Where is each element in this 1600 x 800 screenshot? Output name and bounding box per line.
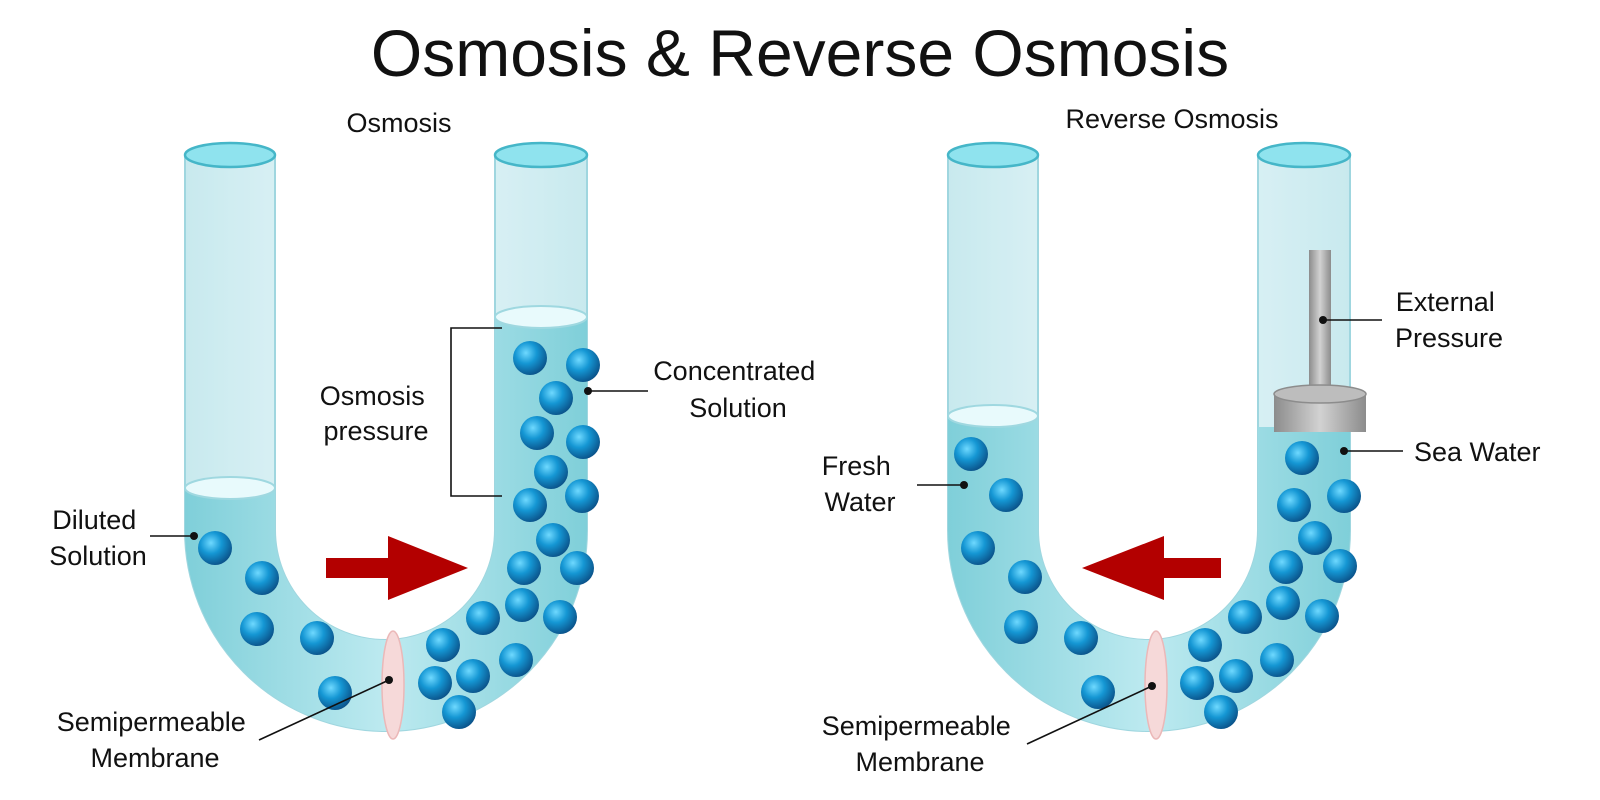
left-tube-rim bbox=[946, 141, 1040, 169]
sea-water-label: Sea Water bbox=[1414, 437, 1541, 467]
reverse-flow-arrow bbox=[1082, 536, 1221, 600]
particle bbox=[1327, 479, 1361, 513]
particle bbox=[1277, 488, 1311, 522]
particle bbox=[499, 643, 533, 677]
external-pressure-pointer-dot bbox=[1319, 316, 1327, 324]
particle bbox=[456, 659, 490, 693]
particle bbox=[1285, 441, 1319, 475]
membrane-label: Semipermeable Membrane bbox=[57, 707, 254, 773]
particle bbox=[442, 695, 476, 729]
particle bbox=[1004, 610, 1038, 644]
osmosis-pressure-bracket bbox=[450, 327, 502, 497]
particle bbox=[1266, 586, 1300, 620]
particle bbox=[1008, 560, 1042, 594]
particle bbox=[1323, 549, 1357, 583]
fresh-water-surface bbox=[947, 404, 1039, 428]
left-tube-rim bbox=[183, 141, 277, 169]
particle bbox=[566, 348, 600, 382]
particle bbox=[1180, 666, 1214, 700]
diluted-solution-label: Diluted Solution bbox=[49, 505, 147, 571]
right-tube-rim bbox=[1256, 141, 1352, 169]
particle bbox=[989, 478, 1023, 512]
main-title: Osmosis & Reverse Osmosis bbox=[371, 16, 1229, 90]
piston-head-top bbox=[1273, 384, 1367, 404]
concentrated-solution-label: Concentrated Solution bbox=[653, 356, 823, 423]
particle bbox=[536, 523, 570, 557]
particle bbox=[954, 437, 988, 471]
particle bbox=[426, 628, 460, 662]
particle bbox=[1298, 521, 1332, 555]
piston bbox=[1273, 250, 1367, 432]
osmosis-pressure-label: Osmosis pressure bbox=[320, 381, 433, 446]
concentrated-pointer-dot bbox=[584, 387, 592, 395]
particle bbox=[565, 479, 599, 513]
reverse-panel-title: Reverse Osmosis bbox=[1065, 104, 1278, 134]
u-tube-water bbox=[948, 416, 1350, 731]
fresh-water-label: Fresh Water bbox=[822, 451, 899, 517]
particle bbox=[539, 381, 573, 415]
particle bbox=[1260, 643, 1294, 677]
particle bbox=[566, 425, 600, 459]
particle bbox=[961, 531, 995, 565]
osmosis-panel: Osmosis bbox=[49, 108, 823, 773]
membrane-leader bbox=[1026, 685, 1153, 745]
particle bbox=[1188, 628, 1222, 662]
semipermeable-membrane bbox=[1144, 630, 1168, 740]
particle bbox=[240, 612, 274, 646]
particle bbox=[198, 531, 232, 565]
particle bbox=[1081, 675, 1115, 709]
particle bbox=[1269, 550, 1303, 584]
particle bbox=[560, 551, 594, 585]
piston-rod bbox=[1309, 250, 1331, 396]
particle bbox=[245, 561, 279, 595]
particle bbox=[513, 341, 547, 375]
particle bbox=[418, 666, 452, 700]
particle bbox=[534, 455, 568, 489]
particle bbox=[1228, 600, 1262, 634]
particle bbox=[513, 488, 547, 522]
right-water-surface bbox=[494, 305, 588, 329]
particle bbox=[507, 551, 541, 585]
left-water-surface bbox=[184, 476, 276, 500]
particle bbox=[1204, 695, 1238, 729]
membrane-pointer-dot bbox=[1148, 682, 1156, 690]
particle bbox=[1219, 659, 1253, 693]
diluted-pointer-dot bbox=[190, 532, 198, 540]
fresh-water-pointer-dot bbox=[960, 481, 968, 489]
sea-water-pointer-dot bbox=[1340, 447, 1348, 455]
solute-particles bbox=[198, 341, 600, 729]
particle bbox=[543, 600, 577, 634]
osmosis-panel-title: Osmosis bbox=[346, 108, 451, 138]
reverse-osmosis-panel: Reverse Osmosis bbox=[822, 104, 1541, 777]
particle bbox=[1064, 621, 1098, 655]
solute-particles bbox=[954, 437, 1361, 729]
particle bbox=[520, 416, 554, 450]
particle bbox=[1305, 599, 1339, 633]
osmosis-flow-arrow bbox=[326, 536, 468, 600]
particle bbox=[466, 601, 500, 635]
particle bbox=[300, 621, 334, 655]
membrane-label: Semipermeable Membrane bbox=[822, 711, 1019, 777]
semipermeable-membrane bbox=[381, 630, 405, 740]
membrane-leader bbox=[258, 679, 390, 741]
right-tube-rim bbox=[493, 141, 589, 169]
external-pressure-label: External Pressure bbox=[1395, 287, 1503, 353]
particle bbox=[505, 588, 539, 622]
membrane-pointer-dot bbox=[385, 676, 393, 684]
